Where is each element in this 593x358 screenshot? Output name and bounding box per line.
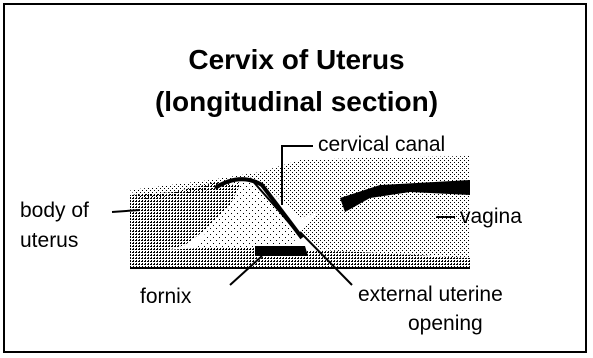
label-body-of-uterus-line1: body of xyxy=(20,199,89,223)
label-fornix: fornix xyxy=(140,285,191,309)
fornix-dark-band xyxy=(255,246,308,256)
label-cervical-canal: cervical canal xyxy=(318,133,445,157)
label-vagina: vagina xyxy=(460,205,522,229)
label-body-of-uterus-line2: uterus xyxy=(20,229,78,253)
label-external-opening-line2: opening xyxy=(408,312,483,336)
label-external-opening-line1: external uterine xyxy=(358,283,503,307)
